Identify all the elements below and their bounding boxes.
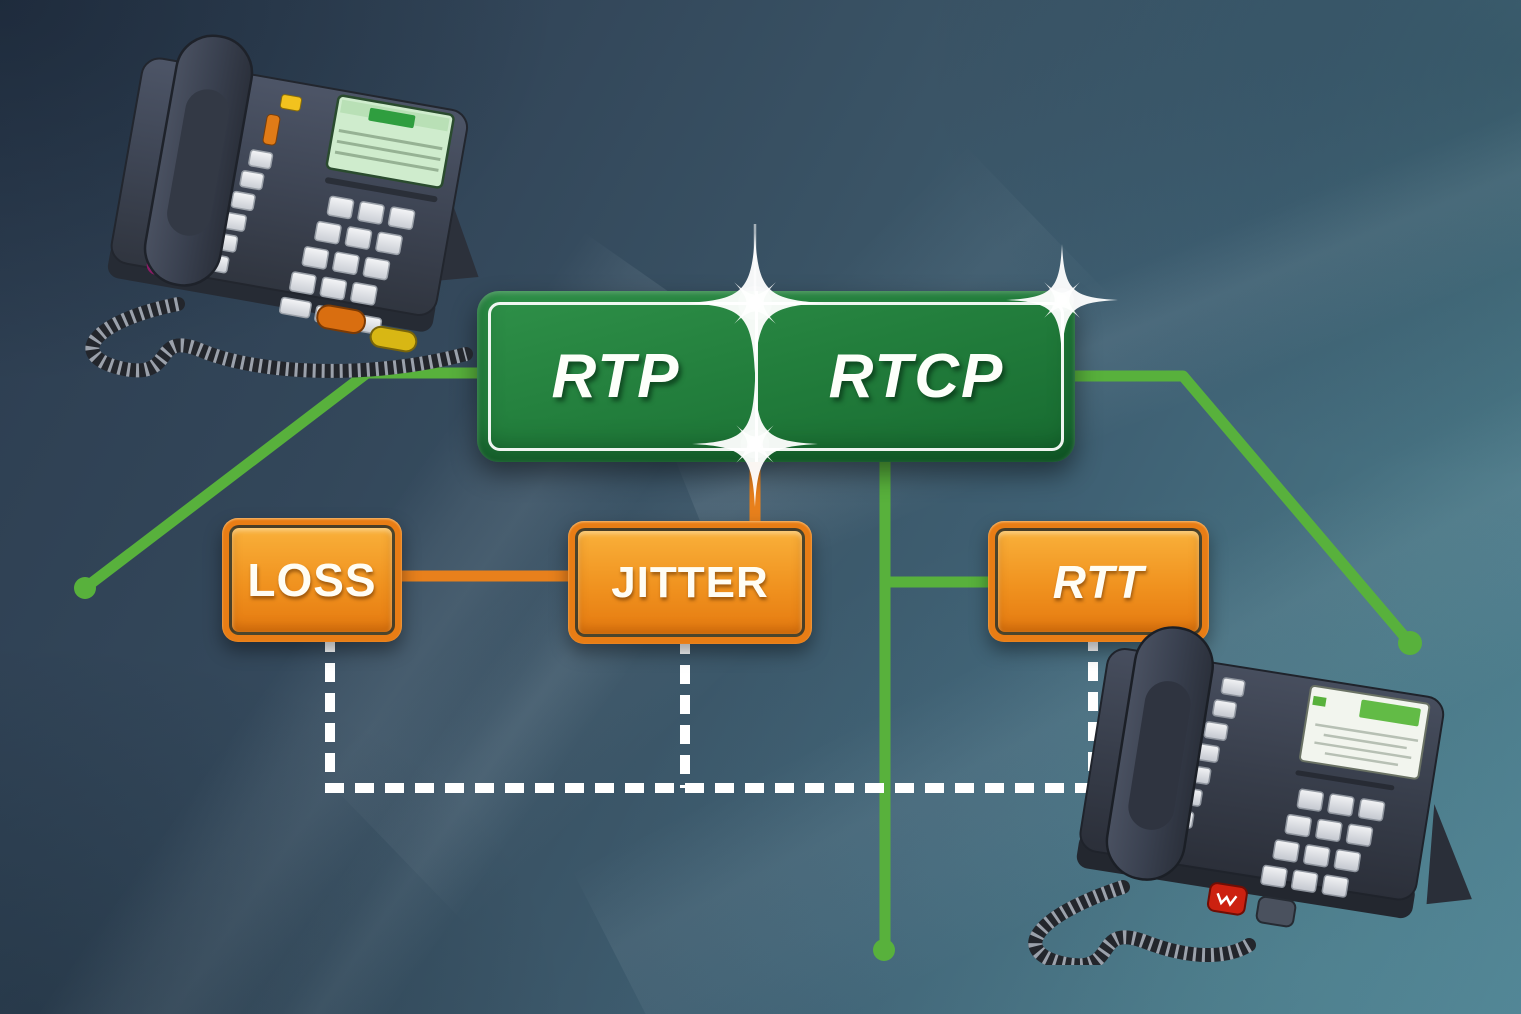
- node-jitter: JITTER: [568, 521, 812, 644]
- protocol-divider: [755, 291, 758, 462]
- phone-screen: [325, 94, 455, 189]
- phone-handset: [1105, 626, 1214, 881]
- dashed-lines: [325, 632, 1098, 793]
- label-rtt: RTT: [1052, 555, 1145, 608]
- red-button: [1206, 882, 1248, 916]
- label-rtp: RTP: [551, 342, 681, 411]
- phone-cord: [85, 297, 473, 378]
- node-rtt-inner: RTT: [995, 528, 1202, 635]
- orange-button: [316, 304, 367, 334]
- phone-screen: [1299, 684, 1431, 780]
- label-jitter: JITTER: [611, 557, 769, 607]
- node-loss-inner: LOSS: [229, 525, 395, 635]
- node-jitter-inner: JITTER: [575, 528, 805, 637]
- node-rtt: RTT: [988, 521, 1209, 642]
- phone-body-group: [1076, 626, 1472, 928]
- phone-cord: [1028, 880, 1256, 965]
- node-loss: LOSS: [222, 518, 402, 642]
- phone-keypad: [1260, 788, 1386, 898]
- label-rtcp: RTCP: [828, 342, 1005, 411]
- phone-body-group: [107, 34, 479, 353]
- label-loss: LOSS: [247, 554, 377, 606]
- yellow-button: [369, 325, 418, 353]
- desk-phone-icon: [1028, 626, 1472, 965]
- node-rtp-rtcp: RTP RTCP: [477, 291, 1075, 462]
- desk-phone-icon: [85, 34, 479, 378]
- gray-button: [1255, 895, 1297, 928]
- phone-handset: [143, 34, 254, 287]
